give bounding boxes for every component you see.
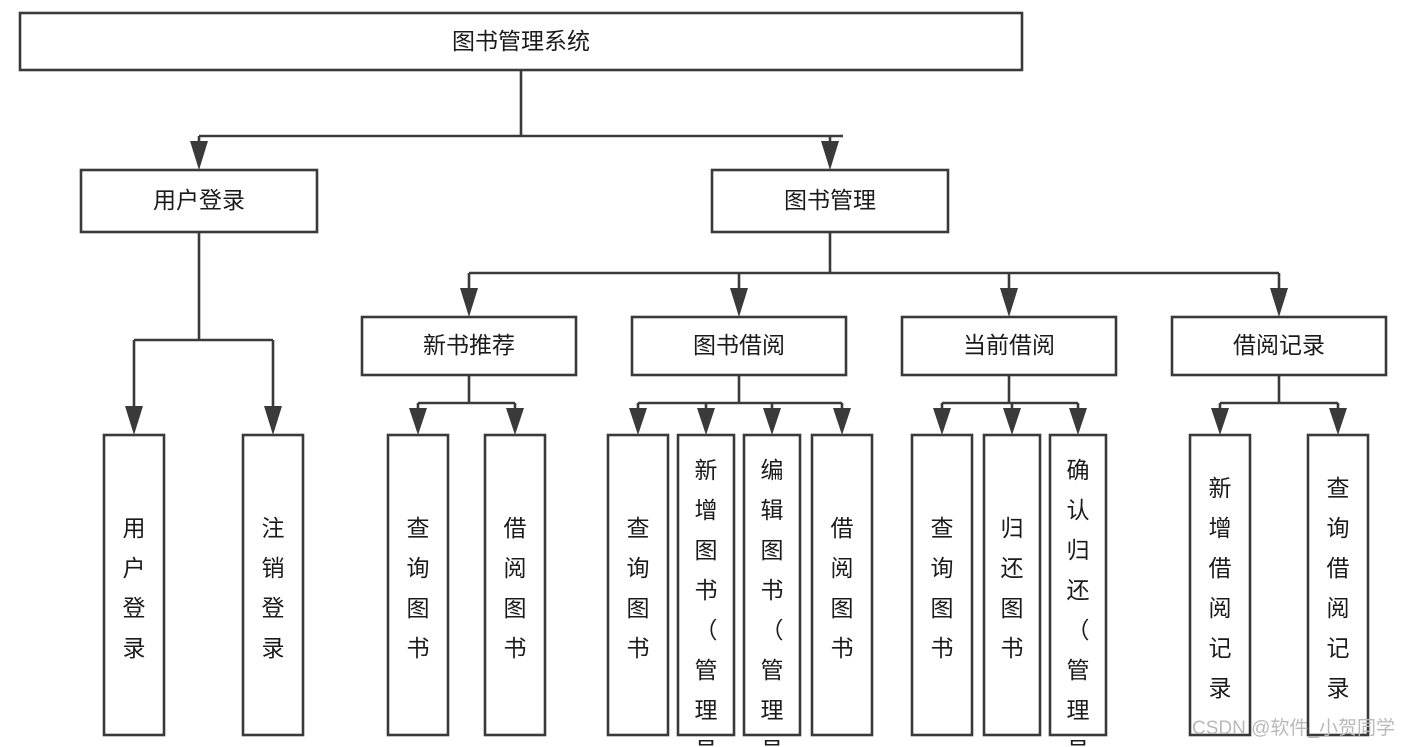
arrow-bm-to-current-borrow — [1000, 288, 1018, 317]
leaf-confirm-return-admin-label: 确认归还（管理员） — [1067, 457, 1090, 747]
leaf-add-borrow-record-label: 新增借阅记录 — [1209, 475, 1232, 701]
arrow-root-to-book-management — [821, 141, 839, 170]
arrow-root-to-user-login — [190, 141, 208, 170]
arrow-bm-to-book-borrow — [730, 288, 748, 317]
node-borrow-record-box[interactable] — [1170, 315, 1388, 377]
leaf-query-book-2-label: 查询图书 — [627, 515, 650, 661]
node-borrow-record[interactable]: 借阅记录 — [1170, 315, 1388, 377]
leaf-borrow-book-1[interactable]: 借阅图书 — [483, 433, 547, 737]
arrow-cb-to-return-book — [1003, 408, 1021, 435]
arrow-bb-to-edit-book — [763, 408, 781, 435]
node-user-login-label: 用户登录 — [153, 187, 245, 213]
connector-new-book-recommend-trunk — [416, 375, 517, 412]
arrow-nbr-to-query-book — [409, 408, 427, 435]
connector-current-borrow-trunk — [940, 375, 1080, 412]
leaf-user-logout[interactable]: 注销登录 — [241, 433, 305, 737]
leaf-query-book-1-label: 查询图书 — [407, 515, 430, 661]
node-book-borrow-box[interactable] — [630, 315, 848, 377]
leaf-borrow-book-1-label: 借阅图书 — [504, 515, 527, 661]
node-current-borrow-label: 当前借阅 — [963, 332, 1055, 358]
node-book-borrow-label: 图书借阅 — [693, 332, 785, 358]
arrow-bm-to-borrow-record — [1270, 288, 1288, 317]
leaf-user-logout-box[interactable] — [241, 433, 305, 737]
node-new-book-recommend[interactable]: 新书推荐 — [360, 315, 578, 377]
csdn-watermark: CSDN @软件_小贺同学 — [1192, 717, 1395, 739]
leaf-add-book-admin-box[interactable] — [676, 433, 736, 737]
leaf-add-borrow-record[interactable]: 新增借阅记录 — [1188, 433, 1252, 737]
arrow-user-login-to-leaf-user-logout — [264, 406, 282, 435]
leaf-query-book-3-box[interactable] — [910, 433, 974, 737]
arrow-user-login-to-leaf-user-login — [125, 406, 143, 435]
node-user-login-box[interactable] — [79, 168, 319, 234]
node-new-book-recommend-label: 新书推荐 — [423, 332, 515, 358]
connector-user-login-trunk — [132, 232, 275, 408]
arrow-bb-to-add-book — [697, 408, 715, 435]
leaf-user-login-label: 用户登录 — [123, 515, 146, 661]
node-book-management-box[interactable] — [710, 168, 950, 234]
leaf-borrow-book-2-label: 借阅图书 — [831, 515, 854, 661]
node-root-label: 图书管理系统 — [452, 28, 590, 54]
connector-layer — [125, 70, 1347, 435]
arrow-br-to-query-record — [1329, 408, 1347, 435]
connector-book-borrow-trunk — [636, 375, 844, 412]
arrow-bb-to-query-book — [629, 408, 647, 435]
leaf-user-login[interactable]: 用户登录 — [102, 433, 166, 737]
arrow-cb-to-query-book — [933, 408, 951, 435]
node-book-borrow[interactable]: 图书借阅 — [630, 315, 848, 377]
leaf-query-book-2[interactable]: 查询图书 — [606, 433, 670, 737]
leaf-borrow-book-1-box[interactable] — [483, 433, 547, 737]
leaf-query-book-3[interactable]: 查询图书 — [910, 433, 974, 737]
arrow-cb-to-confirm-return — [1069, 408, 1087, 435]
node-root-box[interactable] — [18, 11, 1024, 72]
connector-borrow-record-trunk — [1218, 375, 1340, 412]
leaf-borrow-book-2[interactable]: 借阅图书 — [810, 433, 874, 737]
leaf-confirm-return-admin-box[interactable] — [1048, 433, 1108, 737]
leaf-confirm-return-admin[interactable]: 确认归还（管理员） — [1048, 433, 1108, 747]
node-root[interactable]: 图书管理系统 — [18, 11, 1024, 72]
node-current-borrow-box[interactable] — [900, 315, 1118, 377]
leaf-edit-book-admin-label: 编辑图书（管理员） — [761, 457, 784, 747]
leaf-add-borrow-record-box[interactable] — [1188, 433, 1252, 737]
node-new-book-recommend-box[interactable] — [360, 315, 578, 377]
node-borrow-record-label: 借阅记录 — [1233, 332, 1325, 358]
node-current-borrow[interactable]: 当前借阅 — [900, 315, 1118, 377]
leaf-query-book-2-box[interactable] — [606, 433, 670, 737]
leaf-query-book-1-box[interactable] — [386, 433, 450, 737]
leaf-add-book-admin[interactable]: 新增图书（管理员） — [676, 433, 736, 747]
leaf-user-login-box[interactable] — [102, 433, 166, 737]
leaf-return-book[interactable]: 归还图书 — [982, 433, 1042, 737]
leaf-query-borrow-record-label: 查询借阅记录 — [1327, 475, 1350, 701]
node-book-management[interactable]: 图书管理 — [710, 168, 950, 234]
leaf-return-book-label: 归还图书 — [1001, 515, 1024, 661]
leaf-query-borrow-record[interactable]: 查询借阅记录 — [1306, 433, 1370, 737]
node-book-management-label: 图书管理 — [784, 187, 876, 213]
arrow-bb-to-borrow-book — [833, 408, 851, 435]
connector-root-trunk — [197, 70, 843, 152]
leaf-edit-book-admin[interactable]: 编辑图书（管理员） — [742, 433, 802, 747]
node-user-login[interactable]: 用户登录 — [79, 168, 319, 234]
arrow-br-to-add-record — [1211, 408, 1229, 435]
leaf-borrow-book-2-box[interactable] — [810, 433, 874, 737]
arrow-bm-to-new-book-recommend — [460, 288, 478, 317]
connector-book-management-trunk — [467, 232, 1281, 292]
leaf-return-book-box[interactable] — [982, 433, 1042, 737]
leaf-add-book-admin-label: 新增图书（管理员） — [695, 457, 718, 747]
leaf-query-book-3-label: 查询图书 — [931, 515, 954, 661]
leaf-query-borrow-record-box[interactable] — [1306, 433, 1370, 737]
leaf-user-logout-label: 注销登录 — [262, 515, 285, 661]
leaf-query-book-1[interactable]: 查询图书 — [386, 433, 450, 737]
leaf-edit-book-admin-box[interactable] — [742, 433, 802, 737]
arrow-nbr-to-borrow-book — [506, 408, 524, 435]
